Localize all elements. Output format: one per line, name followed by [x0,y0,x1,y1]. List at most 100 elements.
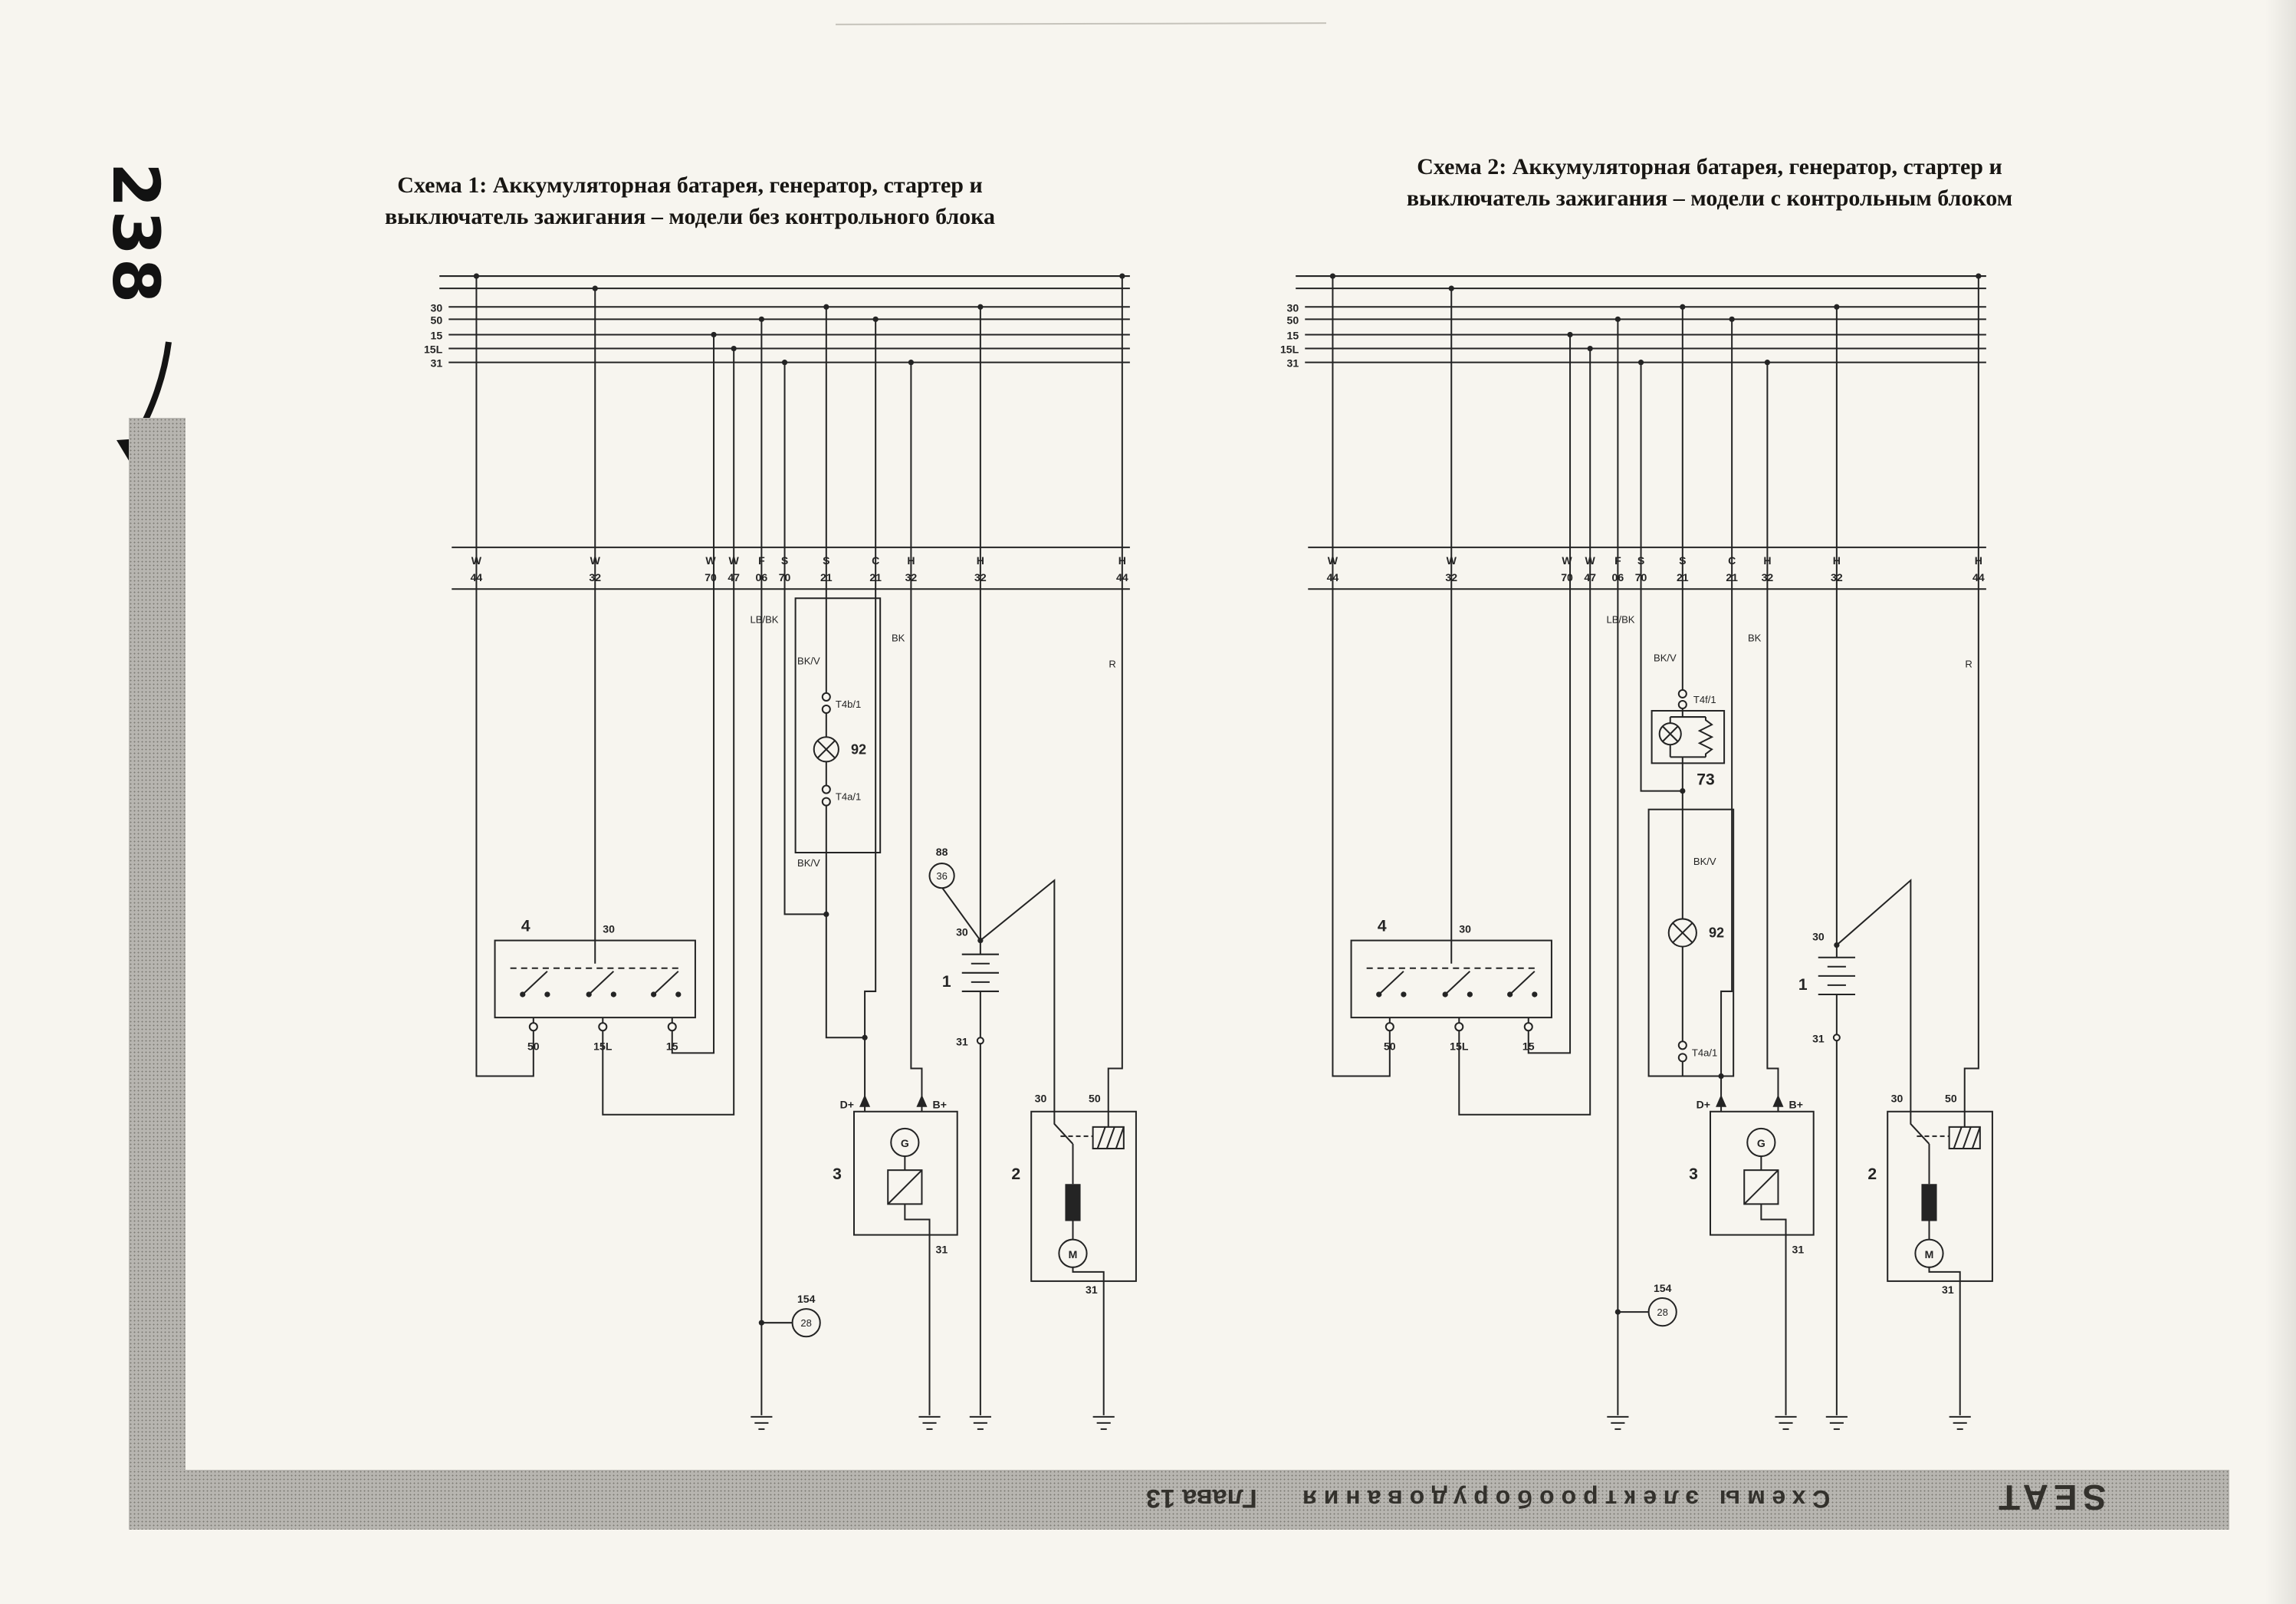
connector-label-t4f: T4f/1 [1693,694,1716,705]
terminal-number: 47 [728,571,740,583]
generator-box [1709,1110,1815,1415]
ignition-15-label: 15 [1522,1040,1535,1052]
terminal-number: 70 [705,571,717,583]
terminal-letter: C [872,554,879,567]
terminal-number: 32 [1762,571,1774,583]
generator-bplus-label: B+ [933,1099,947,1111]
lamp-73-icon [1658,722,1682,746]
terminal-letter: W [729,554,740,567]
bus-label: 15 [431,329,443,341]
wire-label-bkv2: BK/V [797,857,820,869]
ground-symbols [751,1415,1115,1430]
terminal-letter: S [1679,554,1686,567]
starter-field-winding [1921,1184,1937,1221]
terminal-letter: C [1728,554,1736,567]
ignition-15l-label: 15L [593,1040,613,1052]
generator-box [852,1110,958,1415]
wire-label-r: R [1965,659,1972,670]
battery-30-label: 30 [956,926,968,938]
lamp-92-icon [1667,918,1697,948]
terminal-number: 06 [756,571,768,583]
wire-label-bk: BK [892,633,905,644]
terminal-number: 32 [589,571,601,583]
generator-31-label: 31 [1792,1244,1805,1256]
connector-t4f-icon [1677,689,1687,698]
ignition-50-label: 50 [1384,1040,1396,1052]
terminal-letter: W [1585,554,1596,567]
terminal-number: 21 [820,571,833,583]
scheme1-title-line1: Схема 1: Аккумуляторная батарея, генерат… [397,173,983,198]
brand-label: SEAT [1993,1477,2107,1517]
connector-28-label: 28 [1657,1307,1668,1318]
bus-label: 15L [424,343,443,356]
generator-bplus-label: B+ [1789,1099,1803,1111]
ignition-15-label: 15 [666,1040,678,1052]
ignition-15l-label: 15L [1450,1040,1469,1052]
connector-label-t4b: T4b/1 [836,698,861,710]
terminal-number: 70 [779,571,791,583]
ignition-terminal [1384,1022,1394,1032]
generator-dplus-label: D+ [840,1099,854,1111]
bus-label: 30 [431,301,443,314]
starter-box [1887,1110,1993,1415]
terminal-number: 32 [974,571,987,583]
lamp-92-label: 92 [1709,925,1724,941]
terminal-number: 44 [1972,571,1985,583]
generator-31-label: 31 [936,1244,948,1256]
terminal-number: 21 [869,571,882,583]
ignition-switch-box [1350,939,1552,1019]
battery-symbol [961,940,999,1415]
connector-28-label: 28 [800,1317,812,1329]
wire-label-bkv2: BK/V [1693,856,1716,867]
connector-label-t4a: T4a/1 [1692,1047,1717,1058]
terminal-number: 44 [1327,571,1339,583]
page-number: 238 [98,163,173,307]
component-id-starter: 2 [1867,1165,1877,1183]
terminal-letter: W [590,554,601,567]
starter-m-symbol: M [1069,1248,1078,1261]
terminal-number: 06 [1612,571,1624,583]
wire-label-lbbk: LB/BK [750,613,778,625]
component-id-battery: 1 [942,973,951,991]
bus-label: 50 [431,314,443,326]
connector-28-icon [1647,1297,1677,1327]
terminal-letter: S [1637,554,1644,567]
battery-minus-terminal [976,1037,984,1045]
wire-label-lbbk: LB/BK [1606,613,1634,625]
cluster-outline [1647,808,1735,1077]
connector-label-t4a: T4a/1 [836,791,861,803]
bus-label: 30 [1287,301,1299,314]
terminal-number: 32 [1831,571,1843,583]
lamp-92-icon [813,736,839,763]
ignition-30-label: 30 [1459,923,1471,935]
bottom-bar-chapter: Глава 13 [1146,1484,1257,1513]
battery-symbol [1818,945,1855,1415]
starter-m-symbol: M [1925,1248,1934,1261]
starter-31-label: 31 [1942,1284,1954,1296]
scheme1-title-line2: выключатель зажигания – модели без контр… [384,203,996,229]
scheme1-diagram: 30 50 15 15L 31 W W W W F S S C H H H 44… [424,273,1137,1430]
component-id-ignition: 4 [1378,918,1387,935]
terminal-letter: F [1614,554,1621,567]
terminal-number: 44 [471,571,483,583]
terminal-number: 32 [905,571,918,583]
terminal-number: 21 [1726,571,1738,583]
wire-label-r: R [1109,659,1115,670]
bottom-bar-label: Схемы электрооборудования [1296,1485,1831,1513]
battery-31-label: 31 [1812,1032,1825,1044]
component-id-generator: 3 [1689,1165,1698,1183]
ignition-30-label: 30 [603,923,615,935]
connector-154-label: 154 [797,1293,816,1305]
connector-36-label: 36 [936,870,948,882]
terminal-letter: F [758,554,765,567]
connector-28-icon [791,1308,821,1338]
terminal-letter: W [705,554,716,567]
bus-label: 50 [1287,314,1299,326]
scheme2-wires [1296,275,1993,1430]
terminal-letter: H [977,554,984,567]
connector-t4a-icon [1677,1040,1687,1050]
scheme1-junctions [473,273,1125,1326]
bottom-edge-bar [129,1470,2229,1530]
generator-dplus-label: D+ [1697,1099,1710,1111]
generator-g-symbol: G [901,1137,909,1149]
